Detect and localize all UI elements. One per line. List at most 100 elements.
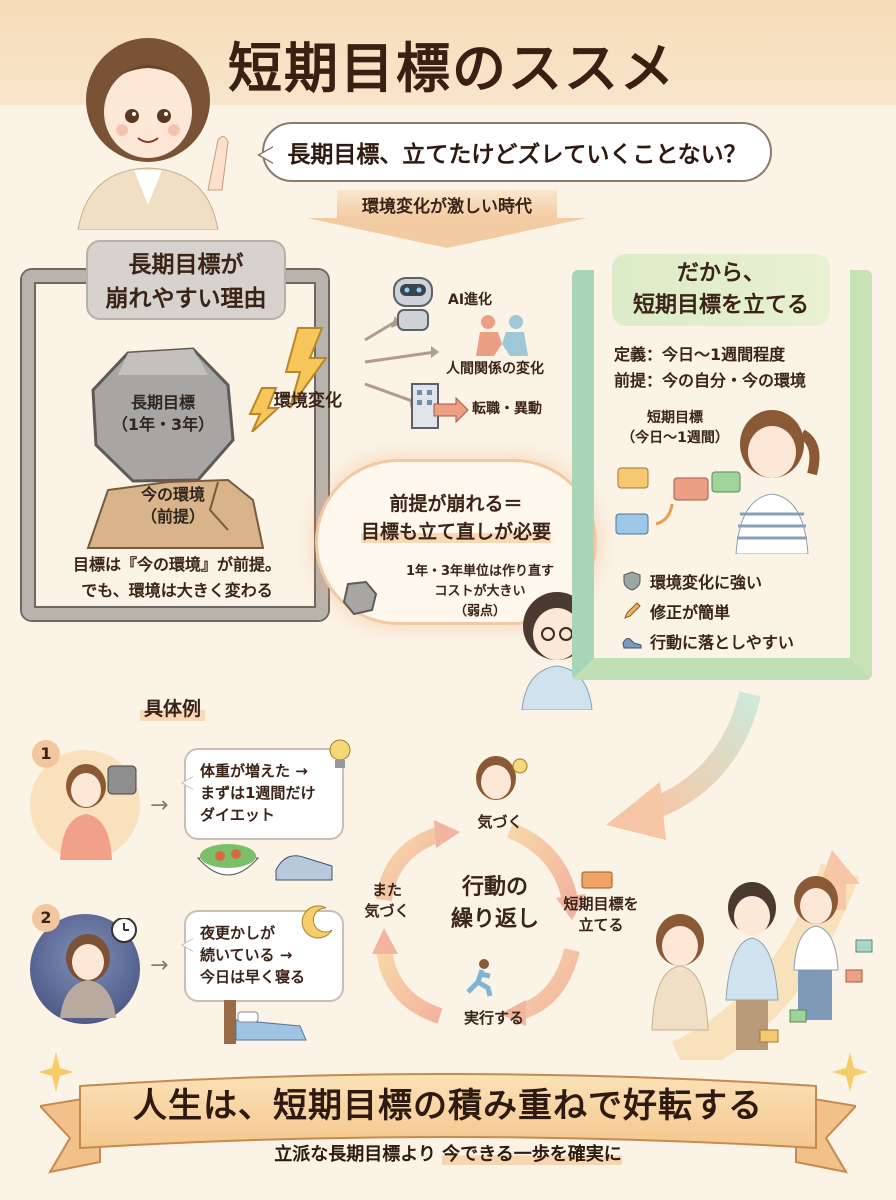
- sleepy-woman-illustration: [60, 918, 137, 1018]
- salad-and-sneakers-icon: [196, 844, 333, 881]
- cycle-step-set-goal: 短期目標を 立てる: [546, 894, 656, 936]
- thought-cloud-title: 前提が崩れる＝ 目標も立て直しが必要: [320, 490, 592, 546]
- banner-sub-prefix: 立派な長期目標より: [274, 1144, 443, 1165]
- cycle-step-line: 短期目標を: [563, 895, 639, 913]
- premise-line: 前提：今の自分・今の環境: [614, 371, 807, 390]
- banner-main-text: 人生は、短期目標の積み重ねで好転する: [133, 1086, 763, 1126]
- cycle-step-line: 気づく: [364, 902, 410, 920]
- lego-blocks-icon: [615, 467, 741, 535]
- ground-icon: [86, 478, 265, 549]
- banner-sub-text: 立派な長期目標より 今できる一歩を確実に: [60, 1140, 836, 1166]
- ground-line1: 今の環境: [140, 485, 205, 504]
- smiling-woman-with-blocks-illustration: [735, 410, 820, 554]
- curved-arrow-icon: [606, 691, 760, 840]
- reasons-title: 長期目標が 崩れやすい理由: [86, 240, 286, 320]
- arrow-right-icon: →: [150, 793, 169, 818]
- pencil-icon: [624, 602, 641, 619]
- example-2-bubble: 夜更かしが 続いている → 今日は早く寝る: [181, 910, 344, 1002]
- three-women-walking-illustration: [651, 850, 873, 1060]
- cycle-step-line: 実行する: [463, 1009, 524, 1027]
- cycle-step-line: 気づく: [477, 813, 523, 831]
- cycle-center-line2: 繰り返し: [450, 907, 539, 932]
- example-line: 今日は早く寝る: [200, 968, 306, 986]
- cycle-step-line: 立てる: [578, 916, 624, 934]
- examples-title: 具体例: [140, 694, 206, 721]
- era-down-arrow: [307, 190, 587, 248]
- small-rock-icon: [342, 580, 378, 616]
- env-item-ai: AI進化: [448, 292, 493, 308]
- robot-icon: [393, 277, 433, 331]
- example-line: 夜更かしが: [200, 924, 276, 942]
- thought-cloud-sub: 1年・3年単位は作り直す コストが大きい （弱点）: [380, 562, 580, 622]
- definition-block: 定義：今日〜1週間程度 前提：今の自分・今の環境: [614, 342, 806, 394]
- building-icon: [411, 383, 469, 429]
- cloud-sub-line2: コストが大きい: [434, 584, 526, 599]
- banner-sub-highlight: 今できる一歩を確実に: [442, 1144, 622, 1165]
- caption-line1: 目標は『今の環境』が前提。: [72, 555, 281, 574]
- benefit-label: 環境変化に強い: [650, 573, 763, 592]
- cycle-step-line: また: [371, 881, 402, 899]
- era-label: 環境変化が激しい時代: [362, 197, 532, 217]
- arrow-right-icon: →: [150, 953, 169, 978]
- cloud-sub-line3: （弱点）: [453, 604, 506, 619]
- reasons-title-line2: 崩れやすい理由: [105, 286, 267, 312]
- cycle-step-notice: 気づく: [460, 812, 540, 833]
- runner-icon: [466, 959, 493, 997]
- short-term-title-line2: 短期目標を立てる: [632, 293, 809, 318]
- short-term-title-line1: だから、: [676, 261, 765, 286]
- lego-frame: [572, 270, 872, 680]
- cycle-step-execute: 実行する: [444, 1008, 544, 1029]
- short-term-title: だから、 短期目標を立てる: [612, 254, 830, 326]
- reasons-caption: 目標は『今の環境』が前提。 でも、環境は大きく変わる: [52, 552, 302, 604]
- reasons-title-line1: 長期目標が: [128, 252, 244, 278]
- lightbulb-icon: [329, 739, 351, 768]
- ribbon-banner: [40, 1073, 856, 1174]
- cycle-arrows-icon: [372, 820, 586, 1026]
- benefits-list: 環境変化に強い 修正が簡単 行動に落としやすい: [622, 566, 794, 656]
- definition-line: 定義：今日〜1週間程度: [614, 345, 786, 364]
- smiling-face-icon: [476, 756, 528, 800]
- block-label-line2: （今日〜1週間）: [621, 430, 729, 446]
- shield-icon: [623, 571, 641, 591]
- hero-woman-illustration: [77, 38, 229, 230]
- sparkle-icon: [832, 1052, 868, 1092]
- sparkle-icon: [38, 1052, 74, 1092]
- example-line: 続いている →: [200, 946, 293, 964]
- ground-line2: （前提）: [140, 507, 205, 526]
- crescent-moon-icon: [301, 905, 333, 939]
- handshake-icon: [476, 315, 528, 356]
- bed-icon: [224, 1000, 307, 1044]
- cycle-center-line1: 行動の: [461, 875, 528, 900]
- example-line: まずは1週間だけ: [200, 784, 316, 802]
- ground-label: 今の環境 （前提）: [108, 484, 238, 528]
- example-number: 2: [32, 904, 60, 932]
- boulder-line1: 長期目標: [130, 393, 195, 412]
- boulder-line2: （1年・3年）: [111, 415, 215, 434]
- cloud-title-line2: 目標も立て直しが必要: [360, 521, 551, 543]
- woman-with-scale-illustration: [60, 764, 137, 860]
- cloud-sub-line1: 1年・3年単位は作り直す: [405, 564, 555, 579]
- cycle-center-label: 行動の 繰り返し: [440, 872, 550, 936]
- benefit-item: 行動に落としやすい: [622, 626, 794, 656]
- benefit-item: 環境変化に強い: [622, 566, 794, 596]
- benefit-label: 修正が簡単: [650, 603, 731, 622]
- caption-line2: でも、環境は大きく変わる: [81, 581, 273, 600]
- env-change-label: 環境変化: [274, 391, 342, 411]
- orange-block-icon: [581, 871, 613, 889]
- example-number: 1: [32, 740, 60, 768]
- example-line: 体重が増えた →: [200, 762, 308, 780]
- cycle-step-notice-again: また 気づく: [352, 880, 422, 922]
- lightning-icon: [248, 327, 328, 432]
- env-item-job-change: 転職・異動: [472, 401, 542, 417]
- shoe-icon: [622, 638, 642, 649]
- example-1-bubble: 体重が増えた → まずは1週間だけ ダイエット: [181, 748, 344, 840]
- boulder-label: 長期目標 （1年・3年）: [98, 392, 228, 436]
- benefit-item: 修正が簡単: [622, 596, 794, 626]
- block-label-line1: 短期目標: [647, 410, 703, 426]
- env-item-relationships: 人間関係の変化: [446, 361, 544, 377]
- cloud-title-line1: 前提が崩れる＝: [389, 493, 523, 515]
- benefit-label: 行動に落としやすい: [650, 633, 794, 652]
- example-line: ダイエット: [200, 806, 275, 824]
- question-speech-bubble: 長期目標、立てたけどズレていくことない？: [257, 122, 772, 182]
- page-title: 短期目標のススメ: [228, 37, 676, 100]
